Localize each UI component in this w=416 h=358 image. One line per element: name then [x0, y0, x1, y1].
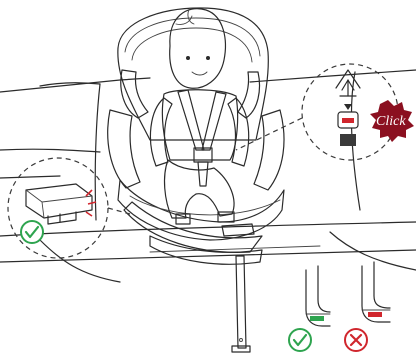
isofix-click-callout: Click	[236, 64, 414, 160]
support-leg-indicator-incorrect	[345, 262, 390, 351]
click-burst-badge: Click	[370, 100, 414, 142]
click-label: Click	[376, 114, 406, 129]
child-car-seat	[108, 8, 284, 352]
isofix-detail-callout	[8, 158, 130, 258]
support-leg-indicator-correct	[289, 266, 330, 351]
check-circle-icon	[289, 329, 311, 351]
check-circle-icon	[21, 221, 43, 243]
child-figure	[150, 8, 248, 224]
cross-circle-icon	[345, 329, 367, 351]
